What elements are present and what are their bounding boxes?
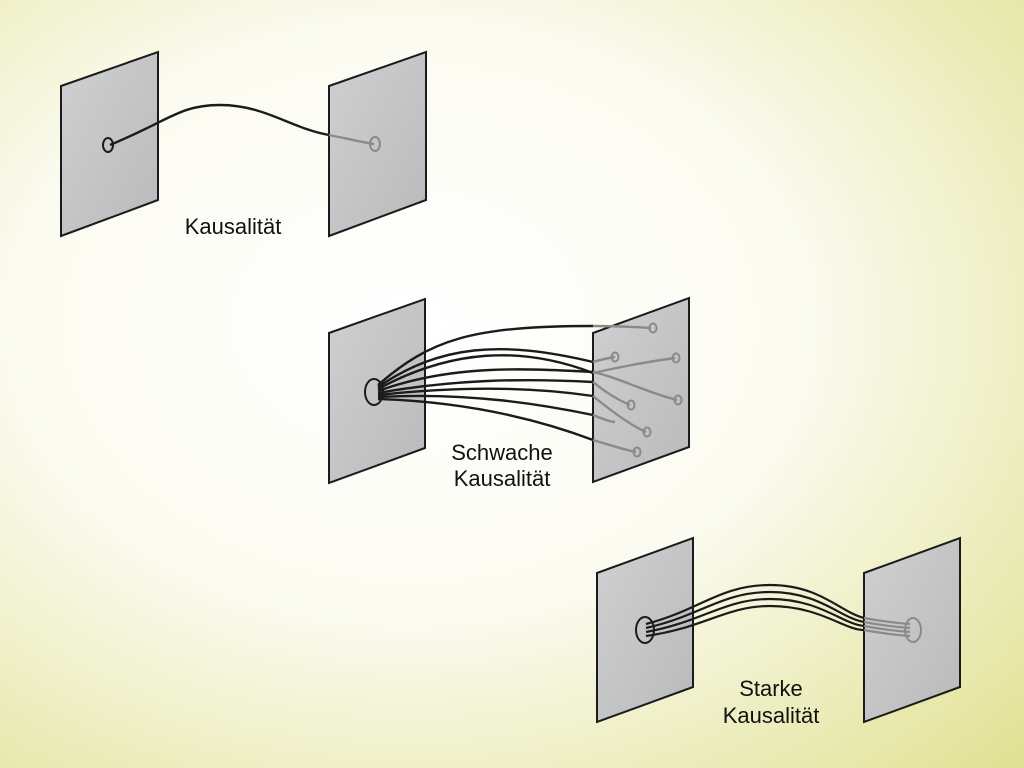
target-panel — [328, 50, 427, 238]
weak-causality-diagram: Schwache Kausalität — [328, 296, 690, 491]
effect-points — [610, 322, 683, 458]
causality-label: Kausalität — [185, 214, 282, 239]
source-panel — [328, 297, 426, 485]
cause-wires — [645, 583, 865, 638]
strong-causality-diagram: Starke Kausalität — [596, 536, 961, 728]
strong-causality-label-line-2: Kausalität — [723, 703, 820, 728]
cause-point — [102, 137, 114, 153]
target-panel — [863, 536, 961, 724]
effect-point — [904, 617, 922, 643]
cause-wires — [377, 324, 594, 442]
causality-diagram: Kausalität — [60, 50, 427, 239]
effect-point — [369, 136, 381, 152]
weak-causality-label-line-1: Schwache — [451, 440, 553, 465]
cause-point — [635, 616, 655, 644]
source-panel — [60, 50, 159, 238]
source-panel — [596, 536, 694, 724]
effect-wires-behind — [592, 324, 678, 454]
strong-causality-label-line-1: Starke — [739, 676, 803, 701]
cause-wire — [109, 103, 330, 147]
target-panel — [592, 296, 690, 484]
weak-causality-label-line-2: Kausalität — [454, 466, 551, 491]
cause-point — [364, 378, 384, 406]
